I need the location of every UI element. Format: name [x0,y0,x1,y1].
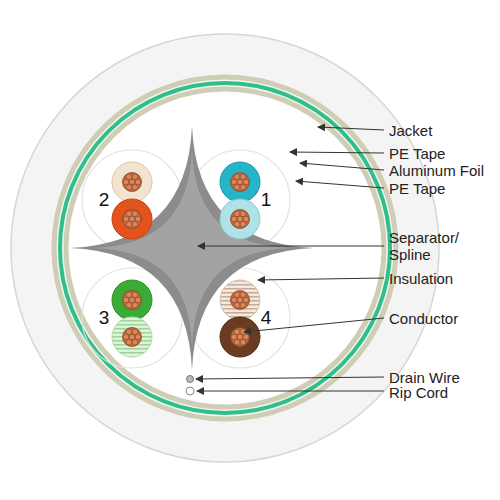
wires [112,162,260,357]
part-label: Conductor [389,310,458,327]
part-label: Jacket [389,122,432,139]
aluminum-foil [60,83,390,413]
leader-lines [196,127,384,391]
part-label: Insulation [389,270,453,287]
separator-spline [70,126,314,370]
pe-tape-inner [66,89,384,407]
spline-highlight [94,150,290,346]
part-label: Aluminum Foil [389,162,484,179]
part-label: PE Tape [389,180,445,197]
callout-number: 3 [99,308,110,328]
pe-tape-outer [54,77,396,419]
part-label: Rip Cord [389,384,448,401]
part-label: Drain Wire [389,369,460,386]
callout-number: 2 [99,190,110,210]
callout-number: 1 [261,190,272,210]
part-label: Separator/ Spline [389,229,495,263]
part-label: PE Tape [389,145,445,162]
jacket [11,34,439,462]
rip-cord [186,387,194,395]
drain-wire [187,376,194,383]
callout-number: 4 [261,308,272,328]
conductors [123,173,250,347]
